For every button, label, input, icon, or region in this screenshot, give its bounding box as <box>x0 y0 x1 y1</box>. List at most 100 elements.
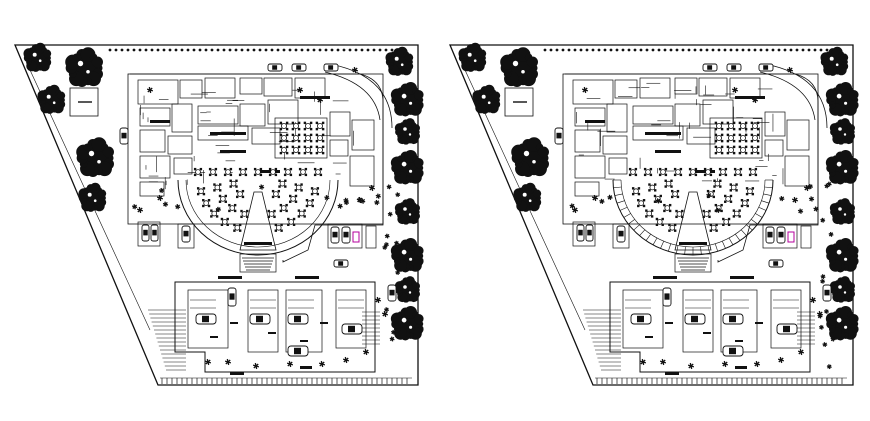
room-outline <box>574 181 600 197</box>
facade-mullion <box>758 206 767 211</box>
chair <box>316 192 320 196</box>
shrub-icon <box>823 308 829 314</box>
chair <box>289 167 293 171</box>
chair <box>650 209 654 212</box>
room-outline <box>349 155 375 187</box>
chair <box>279 145 283 149</box>
chair <box>750 127 754 131</box>
chair <box>238 173 242 177</box>
chair <box>304 167 308 171</box>
table-top <box>280 123 287 130</box>
tree-highlight <box>403 127 407 131</box>
round-table-icon <box>279 145 289 155</box>
chair <box>303 151 307 155</box>
chair <box>300 189 303 192</box>
shrub-core <box>389 213 391 215</box>
chair <box>321 151 325 155</box>
round-table-icon <box>196 187 206 196</box>
hedge-dot <box>699 48 703 52</box>
chair <box>738 133 742 137</box>
chair <box>283 173 287 177</box>
round-table-icon <box>305 199 314 208</box>
chair <box>253 173 257 177</box>
round-table-icon <box>287 217 296 227</box>
round-table-icon <box>714 133 724 143</box>
tree-icon <box>825 305 859 341</box>
chair <box>729 189 732 192</box>
round-table-icon <box>315 145 325 155</box>
chair <box>673 223 677 227</box>
shrub-icon <box>786 66 794 74</box>
chair <box>715 229 718 232</box>
table-top <box>645 169 651 175</box>
chair <box>732 133 736 137</box>
chair <box>720 133 724 137</box>
chair <box>241 189 245 193</box>
shrub-core <box>828 183 830 185</box>
chair <box>235 179 238 182</box>
shrub-core <box>299 89 301 91</box>
round-table-icon <box>709 223 718 232</box>
chair <box>196 192 200 196</box>
shrub-core <box>319 99 321 101</box>
parking-bay <box>622 289 664 349</box>
table-top <box>316 146 323 153</box>
chair <box>297 121 301 125</box>
tree-highlight <box>32 52 37 57</box>
wall-bar <box>585 120 605 123</box>
chair <box>750 151 754 155</box>
chair <box>229 179 232 182</box>
parking-bay <box>762 223 798 249</box>
tree-highlight <box>838 207 842 211</box>
chair <box>756 121 760 125</box>
room-outline <box>784 155 810 187</box>
shrub-icon <box>808 196 815 202</box>
chair <box>311 204 314 208</box>
tree-highlight <box>409 257 413 261</box>
shrub-core <box>289 363 291 365</box>
table-top <box>735 169 741 175</box>
shrub-core <box>780 359 782 361</box>
chair <box>745 192 749 196</box>
table-top <box>723 219 729 225</box>
tree-icon <box>390 81 424 117</box>
chair <box>724 200 727 203</box>
hedge-dot <box>186 48 190 52</box>
chair <box>321 139 325 143</box>
chair <box>285 209 288 213</box>
hedge-dot <box>216 48 220 52</box>
tree-icon <box>820 46 849 76</box>
chair <box>297 145 301 149</box>
chair <box>714 127 718 131</box>
chair <box>675 209 678 213</box>
chair <box>658 173 662 177</box>
chair <box>720 121 724 125</box>
round-table-icon <box>278 179 287 188</box>
shrub-icon <box>383 242 389 248</box>
car-icon <box>684 313 706 325</box>
wall-bar <box>693 170 715 173</box>
tree-highlight <box>52 101 56 105</box>
shrub-core <box>832 338 834 340</box>
table-top <box>669 224 676 231</box>
table-top <box>279 180 286 187</box>
chair <box>670 179 673 182</box>
shrub-core <box>789 69 791 71</box>
table-top <box>275 224 282 231</box>
service-box <box>365 225 377 249</box>
chair <box>718 167 722 171</box>
table-top <box>304 146 311 153</box>
shrub-core <box>820 326 823 329</box>
table-top <box>660 169 666 175</box>
shrub-icon <box>731 86 739 94</box>
tree-icon <box>825 149 859 185</box>
hedge-dot <box>156 48 160 52</box>
tree-highlight <box>409 325 413 329</box>
hedge-dot <box>621 48 625 52</box>
tree-highlight <box>487 101 491 105</box>
chair <box>673 229 677 232</box>
car-roof <box>707 65 713 70</box>
room-outline <box>173 157 193 175</box>
shrub-core <box>397 193 399 196</box>
shrub-icon <box>817 313 823 319</box>
